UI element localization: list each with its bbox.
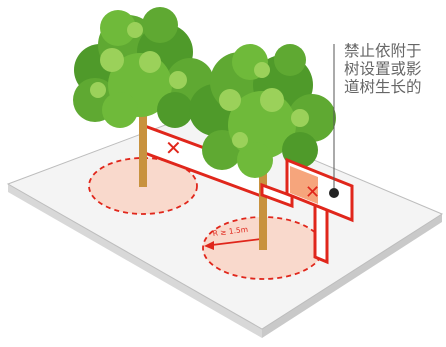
sign-panel-fill xyxy=(290,166,318,204)
tree-left xyxy=(73,7,214,187)
radius-arrow-icon xyxy=(211,238,262,246)
foliage-left xyxy=(73,7,214,128)
sign-attachment-bar xyxy=(260,182,294,209)
prohibited-sign: ✕ xyxy=(260,157,354,265)
callout-dot-icon xyxy=(329,188,339,198)
radius-arrowhead xyxy=(204,241,214,250)
foliage-right xyxy=(189,44,336,178)
tree-right xyxy=(189,44,336,250)
radius-indicator: R ≥ 1.5m xyxy=(204,225,262,250)
callout-line-1: 禁止依附于 xyxy=(344,42,422,60)
trunk-right xyxy=(259,110,267,250)
ground-side-left xyxy=(8,184,262,338)
ground-side-right xyxy=(262,214,442,338)
radius-label: R ≥ 1.5m xyxy=(212,225,248,238)
callout-line-2: 树设置或影 xyxy=(344,60,422,78)
callout-line-3: 道树生长的 xyxy=(344,78,422,96)
trunk-left xyxy=(139,70,147,187)
prohibited-x-icon: ✕ xyxy=(165,136,182,160)
sign-post xyxy=(313,202,329,265)
prohibited-x-icon: ✕ xyxy=(305,182,320,203)
callout-text: 禁止依附于 树设置或影 道树生长的 xyxy=(344,42,446,96)
